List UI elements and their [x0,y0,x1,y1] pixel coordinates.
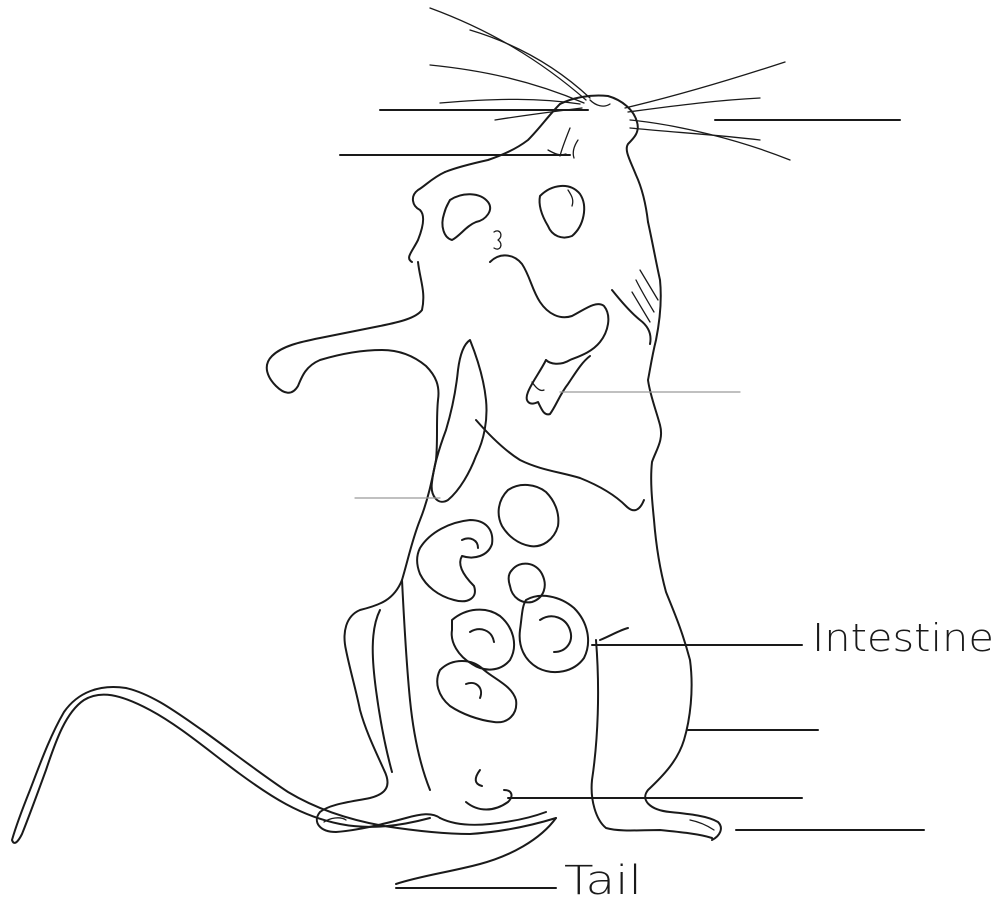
tail-label: Tail [564,858,642,904]
head-outline [409,95,648,262]
body-upper [267,222,721,840]
whiskers [430,8,790,160]
tail [12,687,556,884]
intestine-label: Intestine [812,616,994,660]
